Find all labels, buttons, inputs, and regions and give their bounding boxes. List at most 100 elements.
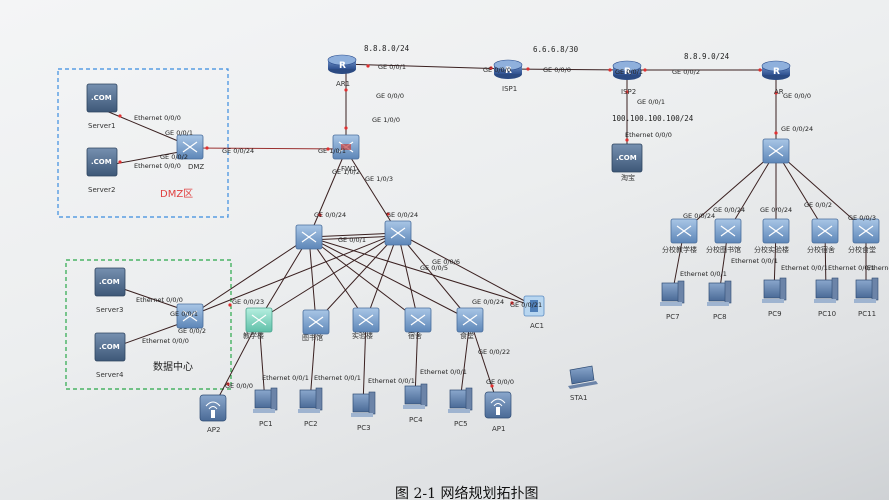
acc1-access-icon[interactable] — [245, 307, 273, 333]
port-label: Ethernet 0/0/1 — [314, 374, 361, 382]
port-label: GE 0/0/2 — [160, 153, 188, 161]
sta1-label: STA1 — [570, 394, 587, 402]
port-label: Ethernet 0/0/0 — [134, 162, 181, 170]
network-label: 8.8.9.0/24 — [684, 52, 730, 61]
port-label: GE 0/0/1 — [170, 310, 198, 318]
port-label: GE 0/0/2 — [178, 327, 206, 335]
taobao-label: 淘宝 — [621, 173, 635, 182]
b2-switch-icon[interactable] — [714, 218, 742, 244]
svg-text:R: R — [505, 66, 512, 76]
pc2-label: PC2 — [304, 420, 318, 428]
dmz-sw-label: DMZ — [188, 163, 204, 171]
link-dmz-fw1 — [189, 147, 347, 150]
figure-caption: 图 2-1 网络规划拓扑图 — [395, 486, 538, 500]
pc9-label: PC9 — [768, 310, 782, 318]
branch-core-switch-icon[interactable] — [762, 138, 790, 164]
svg-text:.COM: .COM — [91, 94, 112, 102]
port-label: GE 0/0/24 — [314, 211, 346, 219]
server1-server-icon[interactable]: .COM — [86, 83, 118, 113]
network-label: 8.8.8.0/24 — [364, 44, 410, 53]
link-server2-dmz — [103, 149, 191, 167]
acc3-label: 实验楼 — [352, 331, 373, 340]
core-access-links — [189, 232, 535, 323]
port-label: GE 0/0/2 — [672, 68, 700, 76]
isp1-router-icon[interactable]: R — [493, 59, 523, 79]
links-layer — [103, 63, 867, 409]
ar-branch-router-icon[interactable]: R — [761, 60, 791, 80]
pc7-pc-icon[interactable] — [660, 280, 685, 306]
taobao-server-icon[interactable]: .COM — [611, 143, 643, 173]
port-label: GE 0/0/1 — [338, 236, 366, 244]
ap2-label: AP2 — [207, 426, 220, 434]
pc10-pc-icon[interactable] — [814, 277, 839, 303]
dmz-sw-switch-icon[interactable] — [176, 134, 204, 160]
acc3-switch-icon[interactable] — [352, 307, 380, 333]
ar1-label: AR1 — [336, 80, 350, 88]
core1-switch-icon[interactable] — [295, 224, 323, 250]
server2-server-icon[interactable]: .COM — [86, 147, 118, 177]
ar-branch-label: AR — [774, 88, 784, 96]
pc4-pc-icon[interactable] — [403, 383, 428, 409]
pc10-label: PC10 — [818, 310, 836, 318]
port-label: GE 0/0/5 — [420, 264, 448, 272]
port-label: Ethernet 0/0/1 — [368, 377, 415, 385]
port-label: GE 0/0/1 — [378, 63, 406, 71]
port-label: GE 0/0/3 — [848, 214, 876, 222]
fw1-label: FW1 — [341, 165, 356, 173]
b3-switch-icon[interactable] — [762, 218, 790, 244]
pc11-pc-icon[interactable] — [854, 277, 879, 303]
fw1-firewall-icon[interactable] — [332, 134, 360, 160]
port-label: GE 0/0/0 — [483, 66, 511, 74]
port-label: Ethernet 0/0/1 — [420, 368, 467, 376]
dc-sw-switch-icon[interactable] — [176, 303, 204, 329]
network-label: 6.6.6.8/30 — [533, 45, 579, 54]
isp2-router-icon[interactable]: R — [612, 60, 642, 80]
svg-text:.COM: .COM — [91, 158, 112, 166]
server3-server-icon[interactable]: .COM — [94, 267, 126, 297]
pc3-pc-icon[interactable] — [351, 391, 376, 417]
port-label: GE 0/0/24 — [781, 125, 813, 133]
acc4-switch-icon[interactable] — [404, 307, 432, 333]
pc8-label: PC8 — [713, 313, 727, 321]
port-label: Ethernet 0/0/1 — [867, 264, 889, 272]
svg-text:R: R — [773, 67, 780, 77]
isp2-label: ISP2 — [621, 88, 636, 96]
port-label: GE 0/0/21 — [510, 301, 542, 309]
pc2-pc-icon[interactable] — [298, 387, 323, 413]
pc1-pc-icon[interactable] — [253, 387, 278, 413]
core2-switch-icon[interactable] — [384, 220, 412, 246]
link-core1-core2-b — [308, 235, 399, 241]
pc9-pc-icon[interactable] — [762, 277, 787, 303]
dmz-zone-border — [57, 68, 229, 218]
acc2-switch-icon[interactable] — [302, 309, 330, 335]
pc5-pc-icon[interactable] — [448, 387, 473, 413]
b1-switch-icon[interactable] — [670, 218, 698, 244]
acc5-switch-icon[interactable] — [456, 307, 484, 333]
port-label: Ethernet 0/0/0 — [625, 131, 672, 139]
ap2-ap-icon[interactable] — [199, 394, 227, 422]
ap1-ap-icon[interactable] — [484, 391, 512, 419]
port-label: GE 0/0/0 — [486, 378, 514, 386]
b5-switch-icon[interactable] — [852, 218, 880, 244]
b3-label: 分校实验楼 — [754, 245, 789, 254]
server1-label: Server1 — [88, 122, 115, 130]
pc8-pc-icon[interactable] — [707, 280, 732, 306]
port-label: Ethernet 0/0/1 — [781, 264, 828, 272]
server2-label: Server2 — [88, 186, 115, 194]
port-label: GE 0/0/24 — [386, 211, 418, 219]
datacenter-zone-border — [65, 259, 232, 390]
b4-switch-icon[interactable] — [811, 218, 839, 244]
link-core1-core2 — [308, 232, 399, 238]
ac1-ac-icon[interactable] — [523, 295, 545, 317]
port-label: GE 0/0/24 — [472, 298, 504, 306]
port-label: Ethernet 0/0/1 — [680, 270, 727, 278]
server4-label: Server4 — [96, 371, 124, 379]
sta1-laptop-icon[interactable] — [568, 365, 598, 389]
port-label: GE 0/0/0 — [376, 92, 404, 100]
port-label: Ethernet 0/0/0 — [134, 114, 181, 122]
ar1-router-icon[interactable]: R — [327, 54, 357, 74]
port-dots — [118, 64, 778, 388]
dc-sw-label: 数据中心 — [153, 360, 193, 373]
server4-server-icon[interactable]: .COM — [94, 332, 126, 362]
acc4-label: 宿舍 — [408, 331, 422, 340]
